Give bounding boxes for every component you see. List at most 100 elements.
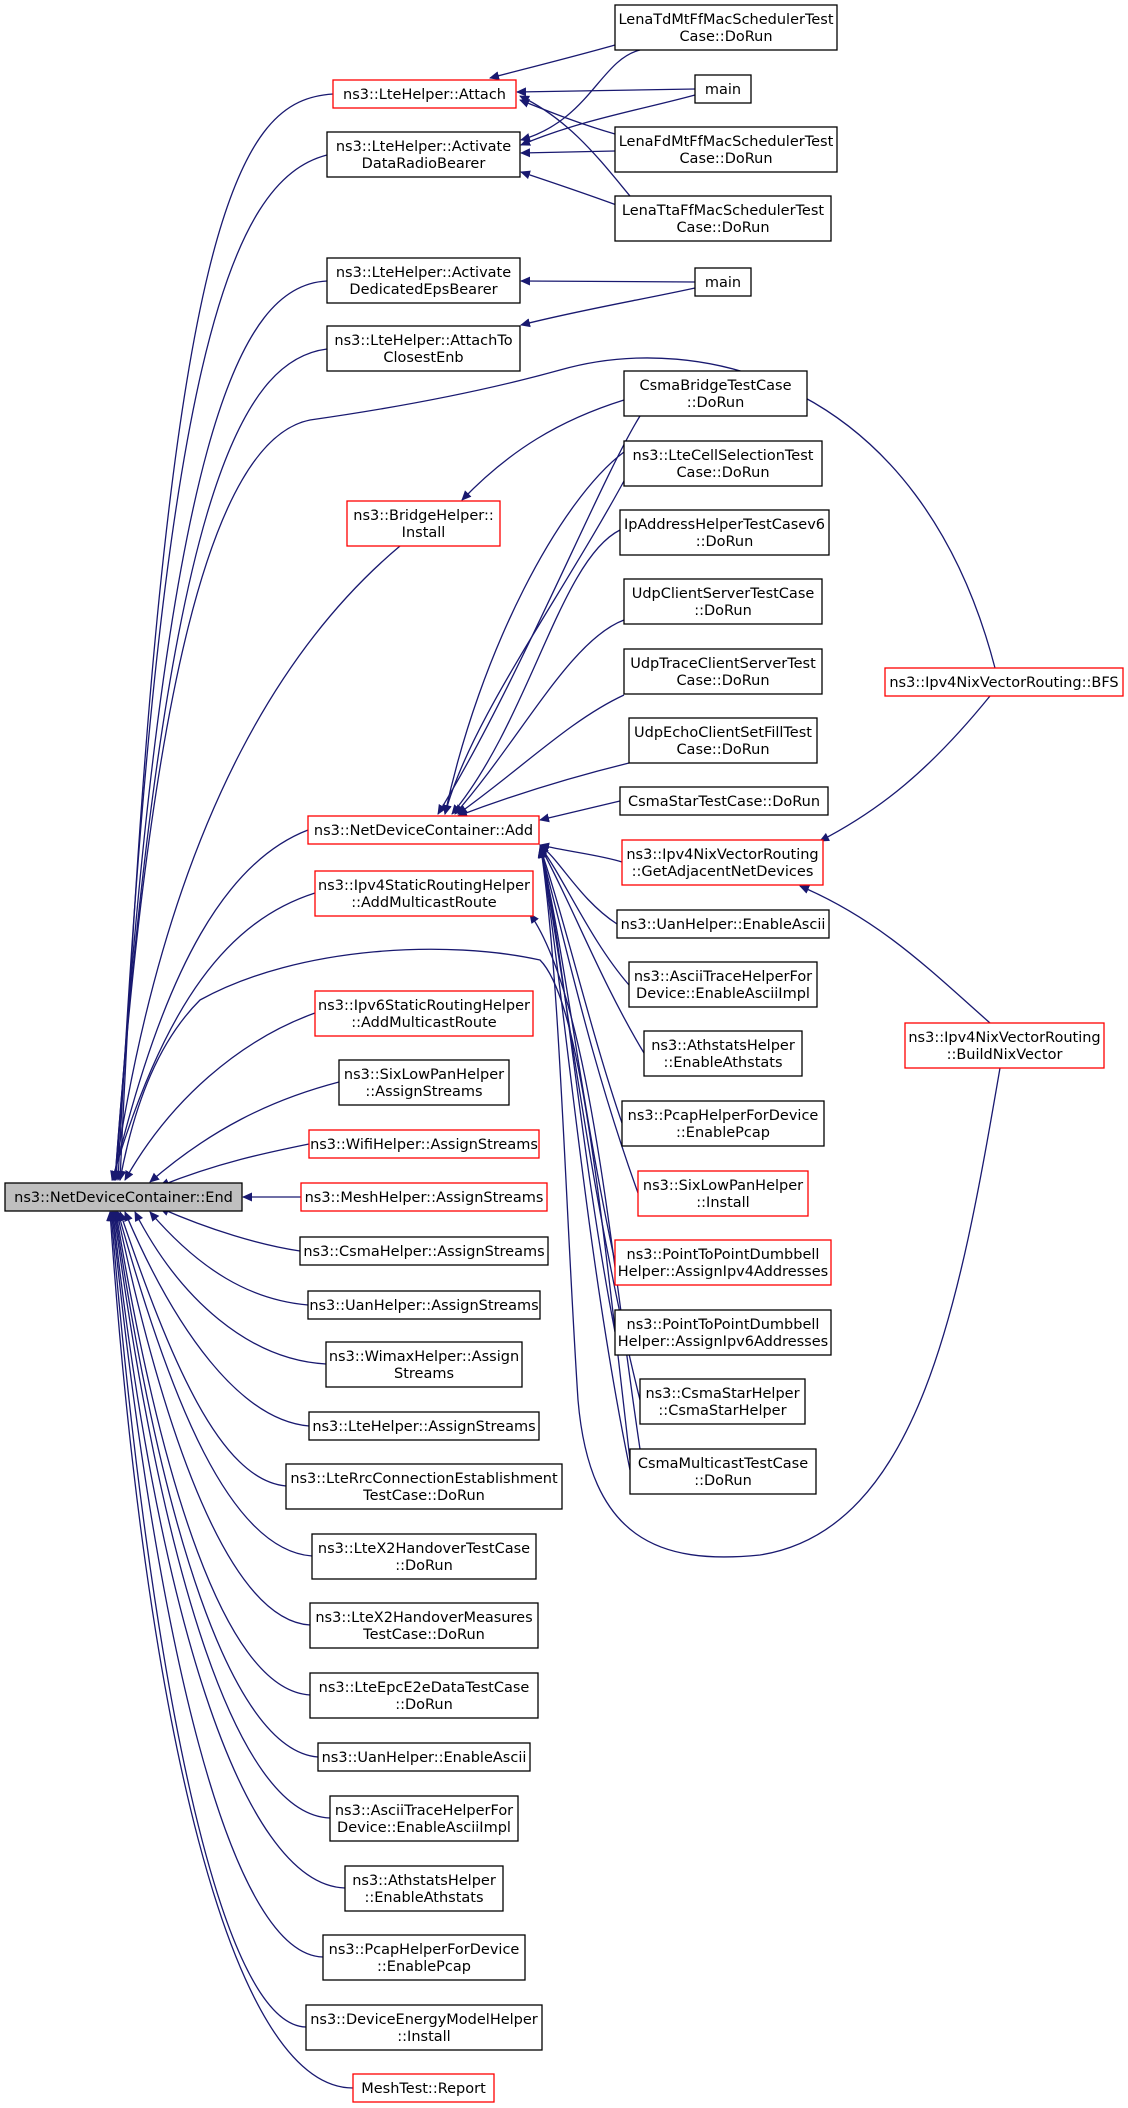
node-box bbox=[346, 500, 501, 547]
node-ipv6-static-amr[interactable]: ns3::Ipv6StaticRoutingHelper::AddMultica… bbox=[314, 990, 534, 1037]
node-label: ns3::LteHelper::Activate bbox=[336, 265, 511, 281]
node-label: Install bbox=[402, 525, 446, 541]
edge-athstats-r-to-ndc-add bbox=[539, 845, 645, 1054]
node-label: ns3::UanHelper::AssignStreams bbox=[309, 1298, 538, 1314]
node-uan-as[interactable]: ns3::UanHelper::AssignStreams bbox=[307, 1290, 541, 1320]
node-box bbox=[614, 1239, 832, 1286]
node-box bbox=[4, 1182, 243, 1212]
edge-ascii-l-to-root bbox=[110, 1211, 331, 1819]
node-main1[interactable]: main bbox=[694, 74, 752, 104]
node-box bbox=[614, 126, 838, 173]
node-label: DedicatedEpsBearer bbox=[349, 282, 497, 298]
node-energy-install[interactable]: ns3::DeviceEnergyModelHelper::Install bbox=[305, 2004, 543, 2051]
node-sixlowpan-as[interactable]: ns3::SixLowPanHelper::AssignStreams bbox=[338, 1059, 510, 1106]
node-pcap-r[interactable]: ns3::PcapHelperForDevice::EnablePcap bbox=[621, 1100, 825, 1147]
node-ltex2-ho[interactable]: ns3::LteX2HandoverTestCase::DoRun bbox=[311, 1533, 537, 1580]
node-box bbox=[308, 1411, 540, 1441]
node-p2p-ipv6[interactable]: ns3::PointToPointDumbbellHelper::AssignI… bbox=[614, 1309, 832, 1356]
node-p2p-ipv4[interactable]: ns3::PointToPointDumbbellHelper::AssignI… bbox=[614, 1239, 832, 1286]
node-csma-mc[interactable]: CsmaMulticastTestCase::DoRun bbox=[629, 1448, 817, 1495]
node-csma-star[interactable]: CsmaStarTestCase::DoRun bbox=[619, 786, 829, 816]
node-box bbox=[904, 1022, 1105, 1069]
node-wifi-as[interactable]: ns3::WifiHelper::AssignStreams bbox=[308, 1129, 540, 1159]
node-box bbox=[884, 667, 1124, 697]
edge-csma-as-to-root bbox=[159, 1207, 301, 1252]
node-ipaddr-v6[interactable]: IpAddressHelperTestCasev6::DoRun bbox=[619, 509, 830, 556]
node-ipv4-static-amr[interactable]: ns3::Ipv4StaticRoutingHelper::AddMultica… bbox=[314, 870, 534, 917]
node-csma-bridge[interactable]: CsmaBridgeTestCase::DoRun bbox=[623, 370, 808, 417]
node-sixlowpan-install[interactable]: ns3::SixLowPanHelper::Install bbox=[637, 1170, 809, 1217]
node-athstats-r[interactable]: ns3::AthstatsHelper::EnableAthstats bbox=[643, 1030, 803, 1077]
node-box bbox=[616, 909, 830, 939]
node-lte-act-eps[interactable]: ns3::LteHelper::ActivateDedicatedEpsBear… bbox=[326, 257, 521, 304]
node-uan-ea-l[interactable]: ns3::UanHelper::EnableAscii bbox=[317, 1742, 531, 1772]
node-box bbox=[621, 839, 824, 886]
node-label: ::AssignStreams bbox=[365, 1084, 482, 1100]
node-lte-as[interactable]: ns3::LteHelper::AssignStreams bbox=[308, 1411, 540, 1441]
node-label: ::GetAdjacentNetDevices bbox=[632, 864, 814, 880]
node-ascii-r[interactable]: ns3::AsciiTraceHelperForDevice::EnableAs… bbox=[628, 961, 818, 1008]
node-main2[interactable]: main bbox=[694, 267, 752, 297]
node-lte-attach[interactable]: ns3::LteHelper::Attach bbox=[332, 79, 517, 109]
node-box bbox=[628, 717, 818, 764]
node-bridge-install[interactable]: ns3::BridgeHelper::Install bbox=[346, 500, 501, 547]
node-label: ns3::LteX2HandoverTestCase bbox=[318, 1541, 530, 1557]
node-nix-gand[interactable]: ns3::Ipv4NixVectorRouting::GetAdjacentNe… bbox=[621, 839, 824, 886]
node-wimax-as[interactable]: ns3::WimaxHelper::AssignStreams bbox=[325, 1341, 523, 1388]
node-ndc-add[interactable]: ns3::NetDeviceContainer::Add bbox=[307, 815, 540, 845]
node-label: Case::DoRun bbox=[679, 151, 772, 167]
node-label: ns3::CsmaStarHelper bbox=[645, 1386, 799, 1402]
node-mesh-as[interactable]: ns3::MeshHelper::AssignStreams bbox=[300, 1182, 548, 1212]
node-root[interactable]: ns3::NetDeviceContainer::End bbox=[4, 1182, 243, 1212]
node-label: CsmaMulticastTestCase bbox=[638, 1456, 808, 1472]
edge-main1-to-lte-attach bbox=[516, 87, 696, 97]
node-box bbox=[329, 1795, 519, 1842]
node-label: Helper::AssignIpv6Addresses bbox=[618, 1334, 828, 1350]
node-nix-bfs[interactable]: ns3::Ipv4NixVectorRouting::BFS bbox=[884, 667, 1124, 697]
edge-pcap-r-to-ndc-add bbox=[538, 846, 623, 1124]
node-label: LenaTtaFfMacSchedulerTest bbox=[622, 203, 825, 219]
node-mesh-report[interactable]: MeshTest::Report bbox=[352, 2073, 495, 2103]
node-label: Helper::AssignIpv4Addresses bbox=[618, 1264, 828, 1280]
edge-udp-echo-to-ndc-add bbox=[457, 762, 630, 818]
node-label: Streams bbox=[394, 1366, 454, 1382]
node-nix-bnv[interactable]: ns3::Ipv4NixVectorRouting::BuildNixVecto… bbox=[904, 1022, 1105, 1069]
node-box bbox=[352, 2073, 495, 2103]
node-athstats-l[interactable]: ns3::AthstatsHelper::EnableAthstats bbox=[344, 1865, 504, 1912]
node-uan-ea-r[interactable]: ns3::UanHelper::EnableAscii bbox=[616, 909, 830, 939]
node-pcap-l[interactable]: ns3::PcapHelperForDevice::EnablePcap bbox=[322, 1934, 526, 1981]
node-label: ns3::WimaxHelper::Assign bbox=[329, 1349, 519, 1365]
edge-main1-to-lte-act-drb bbox=[520, 94, 696, 146]
node-box bbox=[300, 1182, 548, 1212]
node-lte-epc-e2e[interactable]: ns3::LteEpcE2eDataTestCase::DoRun bbox=[309, 1672, 539, 1719]
edge-lena-tta-to-lte-attach bbox=[519, 95, 631, 197]
node-ltex2-hom[interactable]: ns3::LteX2HandoverMeasuresTestCase::DoRu… bbox=[309, 1602, 539, 1649]
node-udp-cs[interactable]: UdpClientServerTestCase::DoRun bbox=[623, 578, 823, 625]
node-label: ns3::PointToPointDumbbell bbox=[627, 1247, 820, 1263]
node-lte-rrc[interactable]: ns3::LteRrcConnectionEstablishmentTestCa… bbox=[285, 1463, 563, 1510]
node-csma-star-helper[interactable]: ns3::CsmaStarHelper::CsmaStarHelper bbox=[639, 1378, 806, 1425]
node-csma-as[interactable]: ns3::CsmaHelper::AssignStreams bbox=[299, 1236, 549, 1266]
edge-wimax-as-to-root bbox=[134, 1211, 327, 1365]
node-box bbox=[308, 1129, 540, 1159]
node-box bbox=[314, 990, 534, 1037]
edge-csma-bridge-to-bridge-install bbox=[461, 399, 625, 501]
node-box bbox=[307, 815, 540, 845]
edge-lte-as-to-root bbox=[124, 1211, 310, 1427]
node-box bbox=[305, 2004, 543, 2051]
node-box bbox=[326, 325, 521, 372]
node-label: ns3::LteEpcE2eDataTestCase bbox=[319, 1680, 530, 1696]
node-ascii-l[interactable]: ns3::AsciiTraceHelperForDevice::EnableAs… bbox=[329, 1795, 519, 1842]
edge-energy-install-to-root bbox=[107, 1211, 307, 2028]
edge-wifi-as-to-root bbox=[159, 1143, 310, 1187]
edge-pcap-l-to-root bbox=[108, 1211, 324, 1958]
node-box bbox=[694, 267, 752, 297]
